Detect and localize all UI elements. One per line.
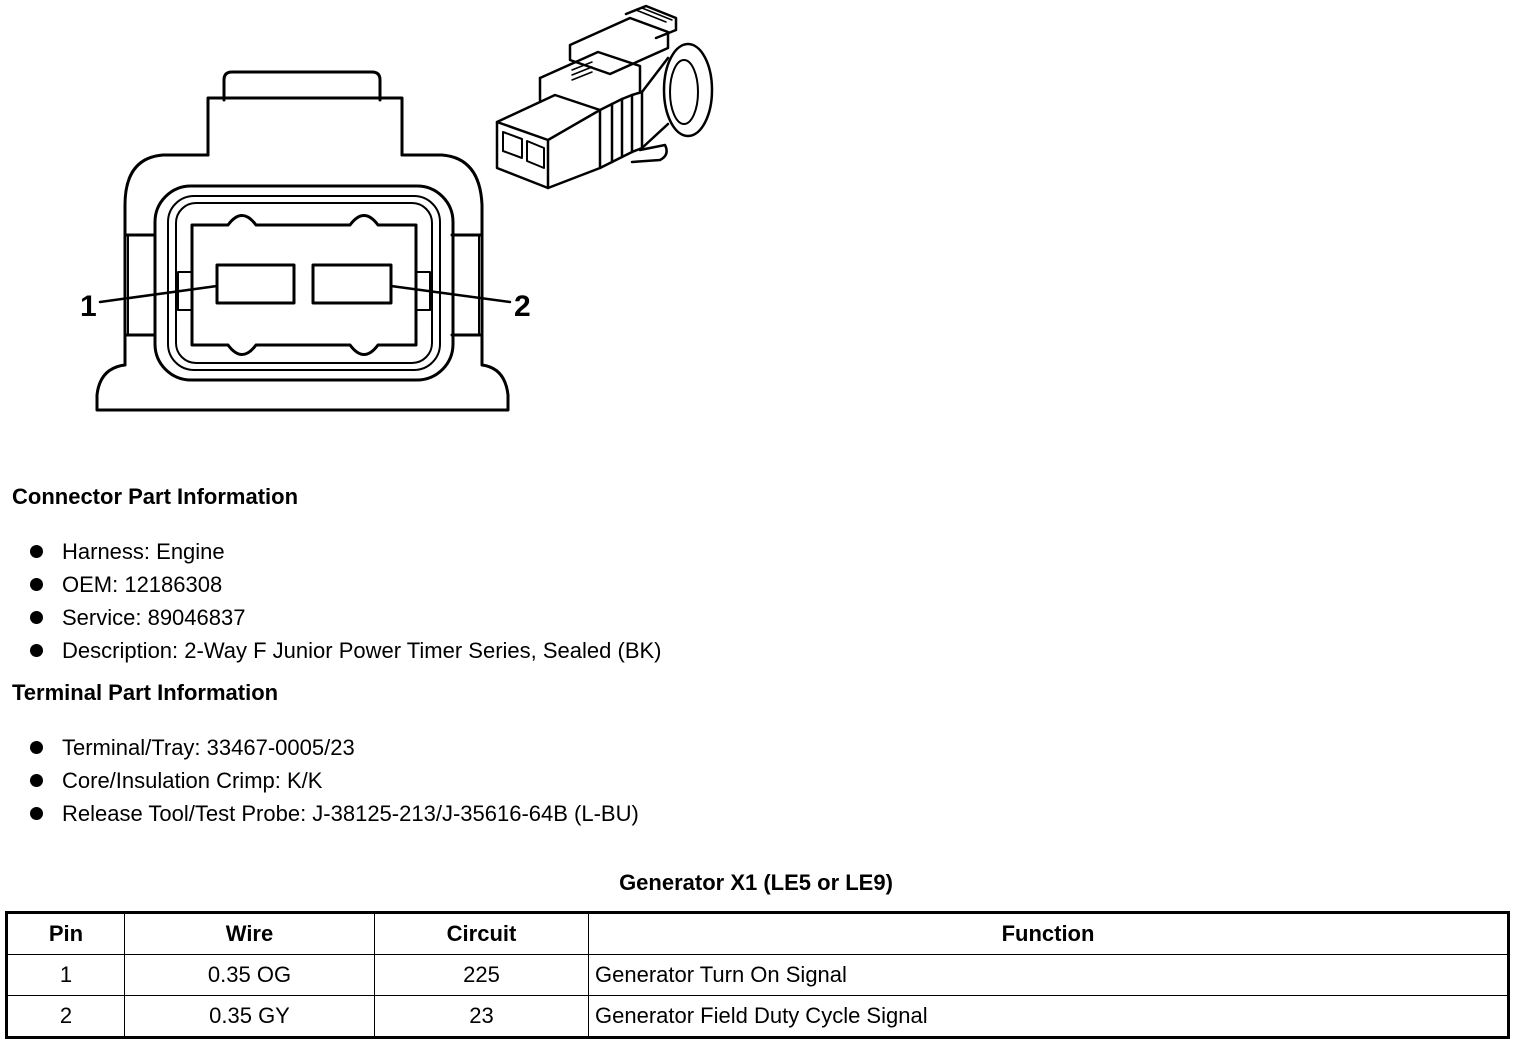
list-item: Release Tool/Test Probe: J-38125-213/J-3…: [28, 797, 639, 830]
bullet-icon: [30, 741, 43, 754]
list-item: Service: 89046837: [28, 601, 662, 634]
column-header-circuit: Circuit: [374, 912, 589, 955]
bullet-icon: [30, 644, 43, 657]
pin-cell: 2: [6, 995, 125, 1038]
column-header-wire: Wire: [124, 912, 375, 955]
circuit-cell: 225: [374, 954, 589, 996]
column-header-function: Function: [588, 912, 1509, 955]
wire-cell: 0.35 GY: [124, 995, 375, 1038]
pin-table-title: Generator X1 (LE5 or LE9): [619, 870, 893, 895]
pin-cell: 1: [6, 954, 125, 996]
pin-label-2: 2: [514, 290, 531, 323]
bullet-icon: [30, 807, 43, 820]
list-item: Core/Insulation Crimp: K/K: [28, 764, 639, 797]
connector-part-info-heading: Connector Part Information: [12, 484, 299, 509]
terminal-cavity-1: [215, 263, 296, 305]
circuit-cell: 23: [374, 995, 589, 1038]
connector-3d-illustration: [495, 4, 714, 190]
connector-face-view: [95, 70, 512, 412]
table-header-row: Pin Wire Circuit Function: [6, 912, 1509, 955]
column-header-pin: Pin: [6, 912, 125, 955]
list-item: Description: 2-Way F Junior Power Timer …: [28, 634, 662, 667]
function-cell: Generator Field Duty Cycle Signal: [588, 995, 1509, 1038]
list-item: Terminal/Tray: 33467-0005/23: [28, 731, 639, 764]
connector-diagram: 1 2: [80, 4, 714, 412]
pin-label-1: 1: [80, 290, 97, 323]
bullet-icon: [30, 545, 43, 558]
list-item: Harness: Engine: [28, 535, 662, 568]
function-cell: Generator Turn On Signal: [588, 954, 1509, 996]
table-row: 2 0.35 GY 23 Generator Field Duty Cycle …: [6, 995, 1509, 1038]
wire-cell: 0.35 OG: [124, 954, 375, 996]
list-item: OEM: 12186308: [28, 568, 662, 601]
bullet-icon: [30, 774, 43, 787]
terminal-cavity-2: [311, 263, 393, 305]
terminal-part-info-heading: Terminal Part Information: [12, 680, 279, 705]
bullet-icon: [30, 611, 43, 624]
terminal-part-info-list: Terminal/Tray: 33467-0005/23 Core/Insula…: [28, 731, 639, 830]
table-row: 1 0.35 OG 225 Generator Turn On Signal: [6, 954, 1509, 996]
connector-part-info-list: Harness: Engine OEM: 12186308 Service: 8…: [28, 535, 662, 667]
pin-table: Pin Wire Circuit Function 1 0.35 OG 225 …: [5, 911, 1510, 1039]
bullet-icon: [30, 578, 43, 591]
